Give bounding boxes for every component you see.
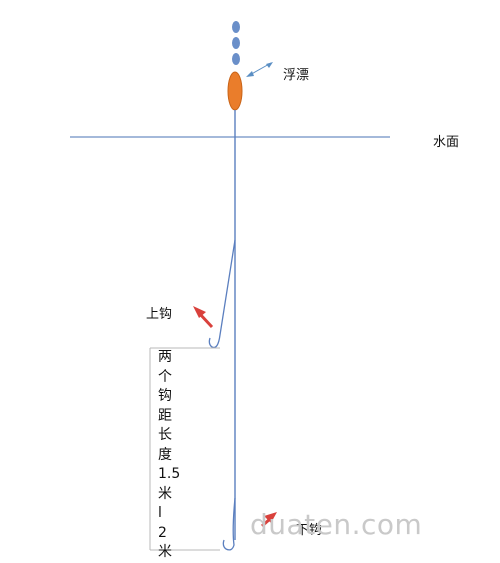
float-body [227, 71, 243, 111]
note-char: l [158, 505, 162, 521]
float-bead-2 [232, 37, 240, 49]
lower-hook-arrowhead [264, 512, 277, 523]
note-char: 度 [158, 446, 172, 463]
note-char: 钩 [158, 388, 172, 404]
lower-hook-label: 下钩 [296, 523, 323, 538]
float-pointer-arrowhead-a [246, 71, 254, 77]
upper-hook-label: 上钩 [146, 307, 173, 322]
upper-hook-arrowhead [193, 306, 206, 318]
note-char: 两 [158, 349, 172, 365]
note-char: 2 [158, 524, 167, 541]
note-char: 个 [158, 368, 172, 385]
note-char: 米 [158, 544, 172, 560]
note-char: 距 [158, 407, 172, 424]
upper-hook-line [208, 239, 236, 349]
lower-hook-line [222, 497, 236, 551]
float-label: 浮漂 [283, 68, 310, 83]
float-pointer-arrowhead-b [266, 62, 273, 68]
note-char: 长 [158, 427, 172, 443]
watermark-text: duaten.com [250, 508, 423, 541]
note-char: 1.5 [158, 466, 181, 482]
float-bead-1 [232, 21, 240, 33]
note-char: 米 [158, 485, 172, 502]
water-surface-label: 水面 [433, 135, 460, 150]
float-bead-3 [232, 53, 240, 65]
hook-distance-note: 两 个 钩 距 长 度 1.5 米 l 2 米 [158, 348, 182, 563]
